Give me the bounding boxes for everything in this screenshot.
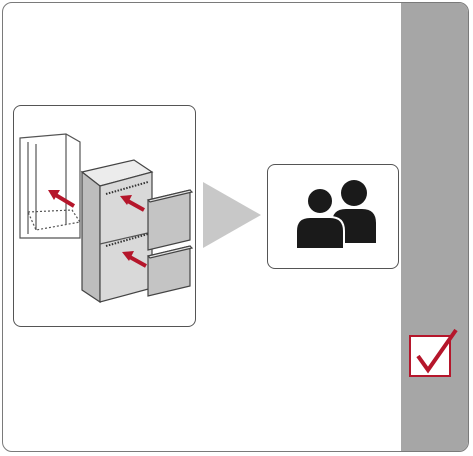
lower-drawer-front xyxy=(146,245,194,297)
installation-illustration-panel xyxy=(13,105,196,327)
users-panel xyxy=(267,164,399,269)
niche-insert-arrow xyxy=(48,190,76,208)
confirmation-checkbox[interactable] xyxy=(408,328,458,380)
cabinet-niche xyxy=(19,133,82,239)
fridge-installation-icon xyxy=(19,133,194,304)
upper-insert-arrow xyxy=(120,195,145,212)
appliance-body xyxy=(80,159,154,304)
lower-insert-arrow xyxy=(122,251,147,268)
upper-drawer-front xyxy=(146,189,194,251)
two-persons-icon xyxy=(295,180,376,250)
side-strip xyxy=(401,3,468,451)
right-triangle-arrow-icon xyxy=(203,182,261,248)
checkmark-box-icon xyxy=(409,328,458,377)
instruction-frame xyxy=(2,2,469,452)
